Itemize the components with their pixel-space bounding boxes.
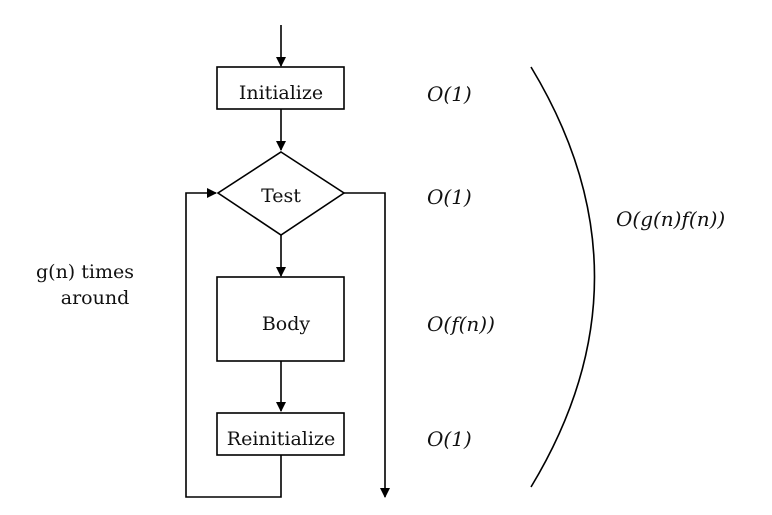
loop-count-line2: around	[61, 287, 130, 309]
reinitialize-cost: O(1)	[427, 427, 472, 451]
initialize-cost: O(1)	[427, 82, 472, 106]
body-cost: O(f(n))	[427, 312, 495, 336]
loop-count-line1: g(n) times	[36, 261, 134, 283]
grouping-parenthesis	[530, 66, 596, 488]
reinitialize-box	[216, 412, 345, 456]
total-cost: O(g(n)f(n))	[616, 207, 725, 231]
reinitialize-label: Reinitialize	[227, 428, 335, 450]
body-label: Body	[262, 313, 311, 335]
test-label: Test	[261, 185, 301, 207]
exit-arrow	[344, 192, 390, 498]
loop-back-arrow	[185, 188, 282, 498]
test-cost: O(1)	[427, 185, 472, 209]
initialize-label: Initialize	[239, 82, 323, 104]
